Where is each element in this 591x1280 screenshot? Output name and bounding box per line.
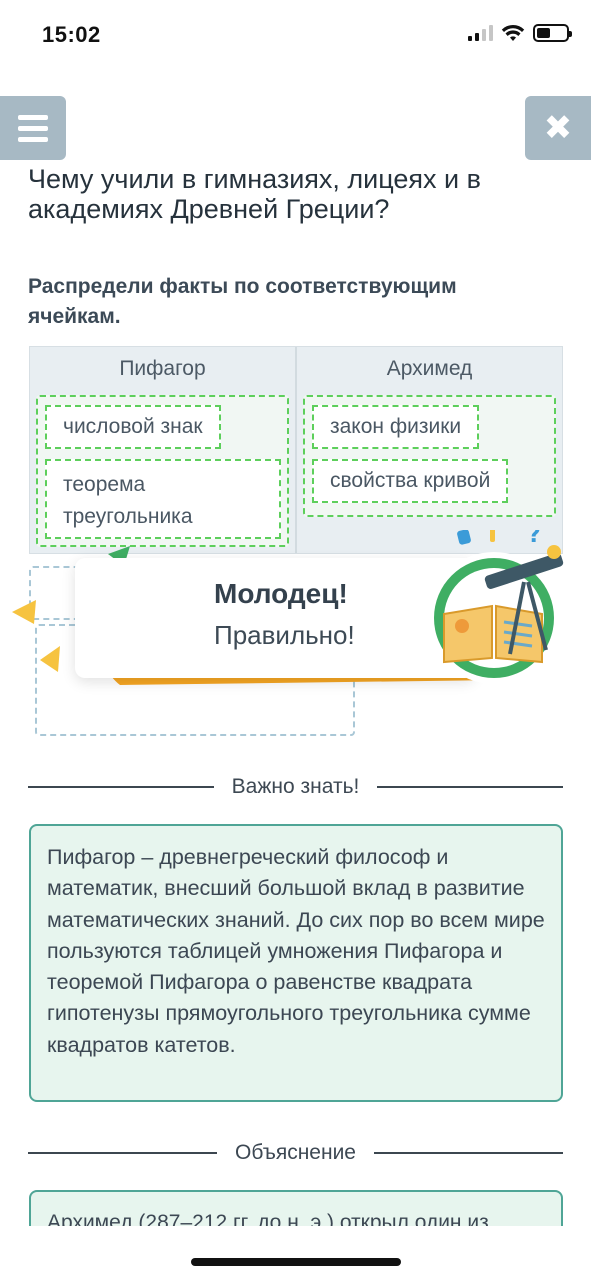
- signal-icon: [468, 25, 493, 41]
- important-card: Пифагор – древнегреческий философ и мате…: [29, 824, 563, 1102]
- bottom-bar: [0, 1226, 591, 1280]
- svg-text:?: ?: [528, 530, 541, 548]
- menu-button[interactable]: [0, 96, 66, 160]
- book-telescope-icon: ?: [428, 530, 564, 684]
- feedback-subtitle: Правильно!: [214, 620, 355, 650]
- page-title: Чему учили в гимназиях, лицеях и в акаде…: [28, 164, 481, 224]
- feedback-title: Молодец!: [214, 578, 348, 609]
- section-heading: Объяснение: [235, 1141, 356, 1164]
- status-time: 15:02: [42, 22, 101, 47]
- battery-icon: [533, 24, 572, 42]
- section-divider-important: Важно знать!: [28, 772, 563, 802]
- home-indicator[interactable]: [191, 1258, 401, 1266]
- answer-chip[interactable]: закон физики: [312, 405, 480, 449]
- explanation-card: Архимед (287–212 гг. до н. э.) открыл од…: [29, 1190, 563, 1230]
- sorting-table: Пифагор числовой знак теорема треугольни…: [29, 346, 563, 554]
- feedback-card: [75, 558, 475, 678]
- column-archimedes: Архимед закон физики свойства кривой: [295, 347, 562, 553]
- column-pythagoras: Пифагор числовой знак теорема треугольни…: [30, 347, 295, 553]
- column-header: Архимед: [386, 357, 473, 380]
- close-button[interactable]: ✖: [525, 96, 591, 160]
- close-icon: ✖: [543, 109, 573, 147]
- answer-chip[interactable]: свойства кривой: [312, 459, 509, 503]
- task-instruction: Распредели факты по соответствующим ячей…: [28, 275, 457, 328]
- hamburger-icon: [18, 114, 48, 120]
- section-divider-explanation: Объяснение: [28, 1138, 564, 1168]
- column-header: Пифагор: [119, 357, 206, 380]
- status-icons: [468, 24, 572, 42]
- answer-chip[interactable]: числовой знак: [45, 405, 221, 449]
- wifi-icon: [501, 24, 525, 41]
- answer-chip[interactable]: теорема треугольника: [45, 459, 281, 539]
- status-bar: 15:02: [0, 0, 591, 72]
- section-heading: Важно знать!: [231, 775, 360, 798]
